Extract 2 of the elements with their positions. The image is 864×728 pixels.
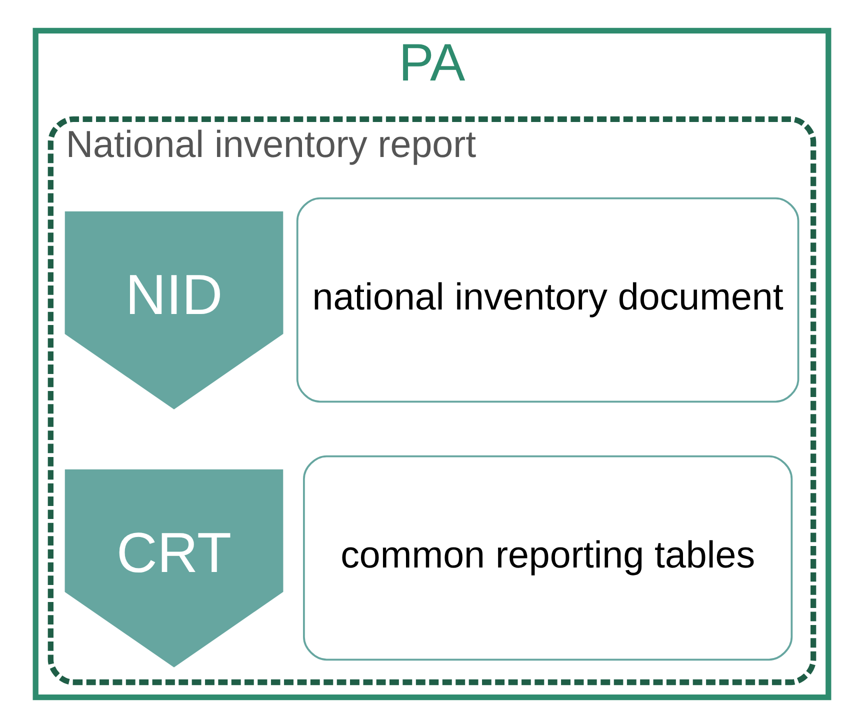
node-box: common reporting tables — [303, 455, 793, 661]
node-box: national inventory document — [296, 197, 800, 403]
